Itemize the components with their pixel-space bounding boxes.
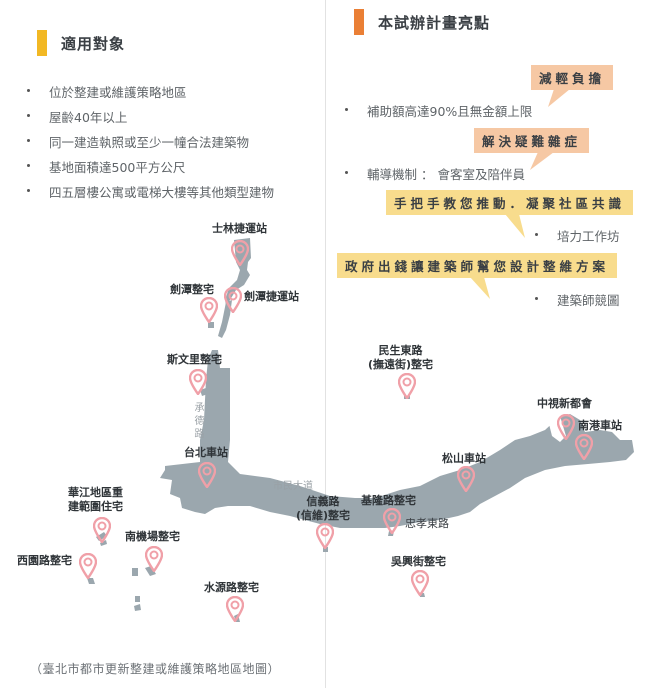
map-pin-icon[interactable] (316, 523, 334, 549)
map-pin-icon[interactable] (383, 508, 401, 534)
label-minsheng-housing: 民生東路(撫遠街)整宅 (368, 344, 434, 371)
bullet-icon (535, 297, 538, 300)
bullet-icon (27, 89, 30, 92)
label-ctv-new-city: 中視新都會 (537, 397, 592, 410)
callout-hand-holding: 手把手教您推動．凝聚社區共識 (386, 190, 634, 215)
map-pin-icon[interactable] (79, 553, 97, 579)
bullet-icon (27, 189, 30, 192)
map-pin-icon[interactable] (145, 546, 163, 572)
bullet-icon (345, 108, 348, 111)
bullet-icon (27, 164, 30, 167)
callout-tail-icon (505, 214, 525, 238)
label-huajiang-housing: 華江地區重建範圍住宅 (68, 486, 123, 513)
label-nangang-station: 南港車站 (578, 419, 622, 432)
street-civic-blvd: 市民大道 (273, 481, 313, 492)
label-south-airport-housing: 南機場整宅 (125, 530, 180, 543)
eligibility-title: 適用對象 (61, 34, 126, 53)
highlights-title: 本試辦計畫亮點 (378, 13, 491, 32)
label-siwenli-housing: 斯文里整宅 (167, 353, 222, 366)
callout-reduce-burden: 減輕負擔 (531, 65, 614, 90)
label-taipei-station: 台北車站 (184, 446, 228, 459)
map-pin-icon[interactable] (226, 596, 244, 622)
label-songshan-station: 松山車站 (442, 452, 486, 465)
map-pin-icon[interactable] (411, 570, 429, 596)
map-pin-icon[interactable] (457, 466, 475, 492)
map-pin-icon[interactable] (224, 287, 242, 313)
label-jiantan-housing: 劍潭整宅 (170, 283, 214, 296)
bullet-icon (27, 139, 30, 142)
callout-tail-icon (530, 152, 554, 170)
highlights-heading: 本試辦計畫亮點 (354, 9, 490, 35)
callout-solve-problems: 解決疑難雜症 (474, 128, 590, 153)
eligibility-heading: 適用對象 (37, 30, 125, 56)
map-pin-icon[interactable] (200, 297, 218, 323)
map-pin-icon[interactable] (557, 414, 575, 440)
label-wuxing-housing: 吳興街整宅 (391, 555, 446, 568)
label-jiantan-station: 劍潭捷運站 (244, 290, 299, 303)
map-pin-icon[interactable] (93, 517, 111, 543)
column-divider (325, 0, 326, 688)
bullet-icon (345, 171, 348, 174)
map-caption: （臺北市都市更新整建或維護策略地區地圖） (30, 662, 281, 676)
bullet-icon (27, 114, 30, 117)
callout-tail-icon (548, 89, 570, 107)
yellow-accent-bar (37, 30, 47, 56)
orange-accent-bar (354, 9, 364, 35)
callout-tail-icon (470, 277, 490, 299)
label-xiyuan-housing: 西園路整宅 (17, 554, 72, 567)
map-pin-icon[interactable] (398, 373, 416, 399)
map-pin-icon[interactable] (575, 434, 593, 460)
bullet-icon (535, 233, 538, 236)
label-xinyi-housing: 信義路(信維)整宅 (296, 495, 351, 522)
label-shilin-station: 士林捷運站 (212, 222, 267, 235)
label-shuiyuan-housing: 水源路整宅 (204, 581, 259, 594)
callout-architect-design: 政府出錢讓建築師幫您設計整維方案 (337, 253, 618, 278)
street-chengde: 承德路 (192, 402, 203, 441)
label-keelung-housing: 基隆路整宅 (361, 494, 416, 507)
label-zhongxiao-rd: 忠孝東路 (405, 517, 449, 530)
map-pin-icon[interactable] (231, 240, 249, 266)
map-pin-icon[interactable] (198, 462, 216, 488)
map-pin-icon[interactable] (189, 369, 207, 395)
